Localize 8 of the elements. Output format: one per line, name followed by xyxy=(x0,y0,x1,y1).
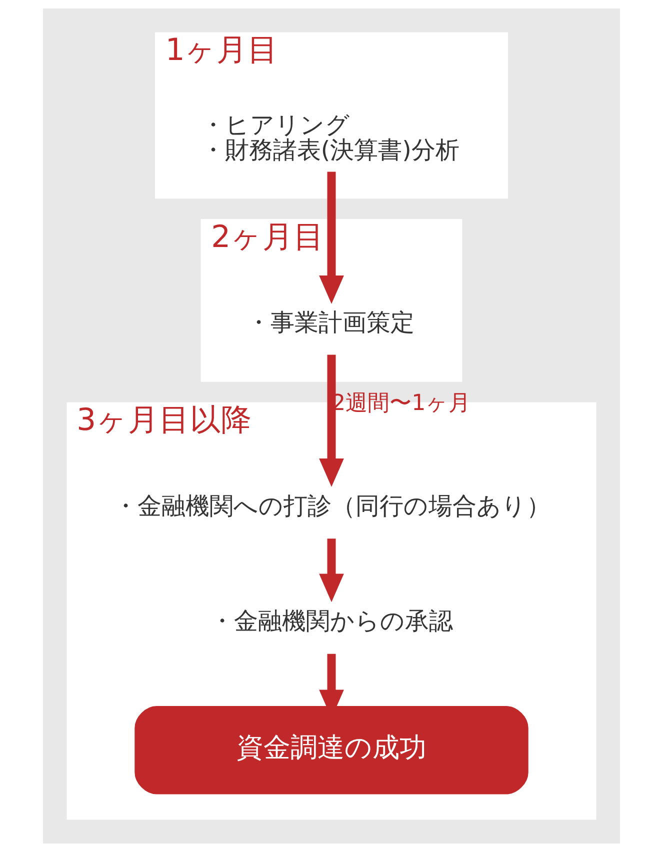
node-text: ・事業計画策定 xyxy=(246,308,414,336)
arrow xyxy=(318,172,344,304)
node-box: 資金調達の成功 xyxy=(134,706,528,794)
node-text: ・金融機関への打診（同行の場合あり） xyxy=(112,492,550,520)
arrow xyxy=(318,538,344,602)
node-text: ・金融機関からの承認 xyxy=(210,607,453,636)
arrow xyxy=(318,354,344,487)
node-text: ・ヒアリング ・財務諸表(決算書)分析 xyxy=(200,110,459,164)
